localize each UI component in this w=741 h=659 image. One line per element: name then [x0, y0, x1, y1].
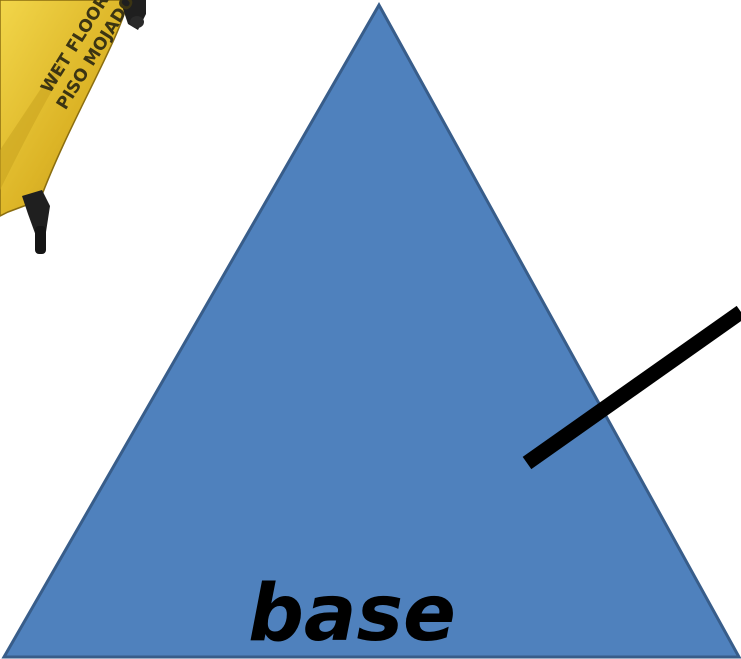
base-label: base: [248, 569, 456, 659]
pointer-line: [522, 305, 741, 470]
wet-floor-sign-icon: WET FLOOR PISO MOJADO: [0, 0, 146, 254]
